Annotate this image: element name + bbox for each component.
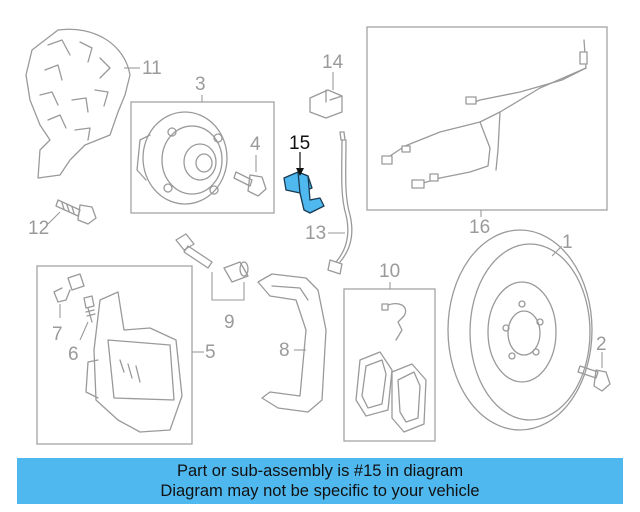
part-14-bracket[interactable] <box>309 89 343 119</box>
parts-diagram: 11 12 3 4 14 15 <box>25 26 611 445</box>
part-13-brake-hose[interactable] <box>327 131 353 275</box>
box-part-3 <box>130 101 275 214</box>
info-banner: Part or sub-assembly is #15 in diagram D… <box>17 458 623 504</box>
box-part-10 <box>343 288 436 442</box>
part-8-caliper-carrier[interactable] <box>257 273 327 413</box>
callout-11[interactable]: 11 <box>142 58 162 79</box>
leader-12 <box>47 211 61 225</box>
callout-3[interactable]: 3 <box>195 74 206 95</box>
callout-9[interactable]: 9 <box>224 312 235 333</box>
callout-16[interactable]: 16 <box>469 217 490 238</box>
part-5-caliper[interactable] <box>85 291 183 433</box>
part-11-splash-shield[interactable] <box>25 28 131 179</box>
callout-7[interactable]: 7 <box>52 324 63 345</box>
callout-10[interactable]: 10 <box>379 261 400 282</box>
callout-5[interactable]: 5 <box>205 342 216 363</box>
banner-line-2: Diagram may not be specific to your vehi… <box>160 482 480 500</box>
callout-2[interactable]: 2 <box>596 334 607 355</box>
part-10-brake-pads[interactable] <box>355 302 427 433</box>
leader-9 <box>211 272 245 301</box>
leader-6 <box>79 321 89 341</box>
part-6-bleeder-valve[interactable] <box>83 295 96 323</box>
callout-14[interactable]: 14 <box>322 52 344 73</box>
leader-15-arrow <box>296 168 304 176</box>
part-7-bleeder-cap[interactable] <box>53 273 85 303</box>
part-15-speed-sensor[interactable] <box>283 171 325 214</box>
banner-line-1: Part or sub-assembly is #15 in diagram <box>176 462 464 480</box>
callout-13[interactable]: 13 <box>305 223 326 244</box>
leader-1 <box>551 245 563 257</box>
part-3-wheel-hub[interactable] <box>136 111 228 205</box>
part-4-hub-bolt[interactable] <box>233 171 267 197</box>
part-1-brake-disc[interactable] <box>447 229 593 431</box>
part-2-disc-screw[interactable] <box>577 365 611 392</box>
part-9-guide-bolt[interactable] <box>175 233 249 283</box>
callout-1[interactable]: 1 <box>562 232 573 253</box>
callout-12[interactable]: 12 <box>28 218 49 239</box>
box-part-5 <box>36 265 193 445</box>
box-part-16 <box>366 26 608 211</box>
callout-6[interactable]: 6 <box>68 344 79 365</box>
part-12-bolt[interactable] <box>55 199 97 225</box>
callout-4[interactable]: 4 <box>250 134 261 155</box>
callout-8[interactable]: 8 <box>279 340 290 361</box>
callout-15[interactable]: 15 <box>289 133 310 154</box>
part-16-wiring-harness[interactable] <box>381 39 588 189</box>
